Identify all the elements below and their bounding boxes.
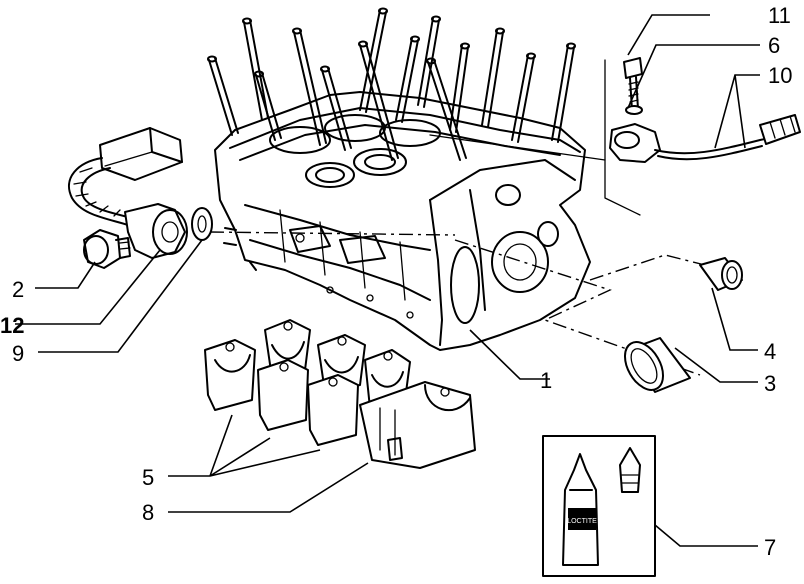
bottle-label: LOCTITE — [567, 518, 597, 525]
seal-ring — [624, 337, 691, 393]
engine-block — [214, 91, 591, 351]
callout-8: 8 — [142, 500, 154, 525]
callout-5: 5 — [142, 465, 154, 490]
callout-4: 4 — [764, 339, 776, 364]
callout-2: 2 — [12, 277, 24, 302]
bushing — [699, 257, 743, 291]
leader-lines — [15, 14, 760, 547]
drain-plug — [83, 229, 131, 269]
callout-9: 9 — [12, 341, 24, 366]
callout-numbers: 1 2 3 4 5 6 7 8 9 10 11 12 — [0, 3, 792, 560]
callout-11: 11 — [768, 3, 791, 28]
sealant-kit: LOCTITE — [542, 435, 656, 577]
callout-3: 3 — [764, 371, 776, 396]
main-bearing-caps — [204, 319, 476, 469]
assembly-axis-lines — [209, 59, 706, 376]
cylinder-head-studs — [207, 7, 576, 161]
callout-1: 1 — [540, 368, 552, 393]
callout-10: 10 — [768, 63, 792, 88]
sensor-bolt-kit — [609, 57, 801, 163]
callout-12: 12 — [0, 313, 24, 338]
callout-6: 6 — [768, 33, 780, 58]
callout-7: 7 — [764, 535, 776, 560]
